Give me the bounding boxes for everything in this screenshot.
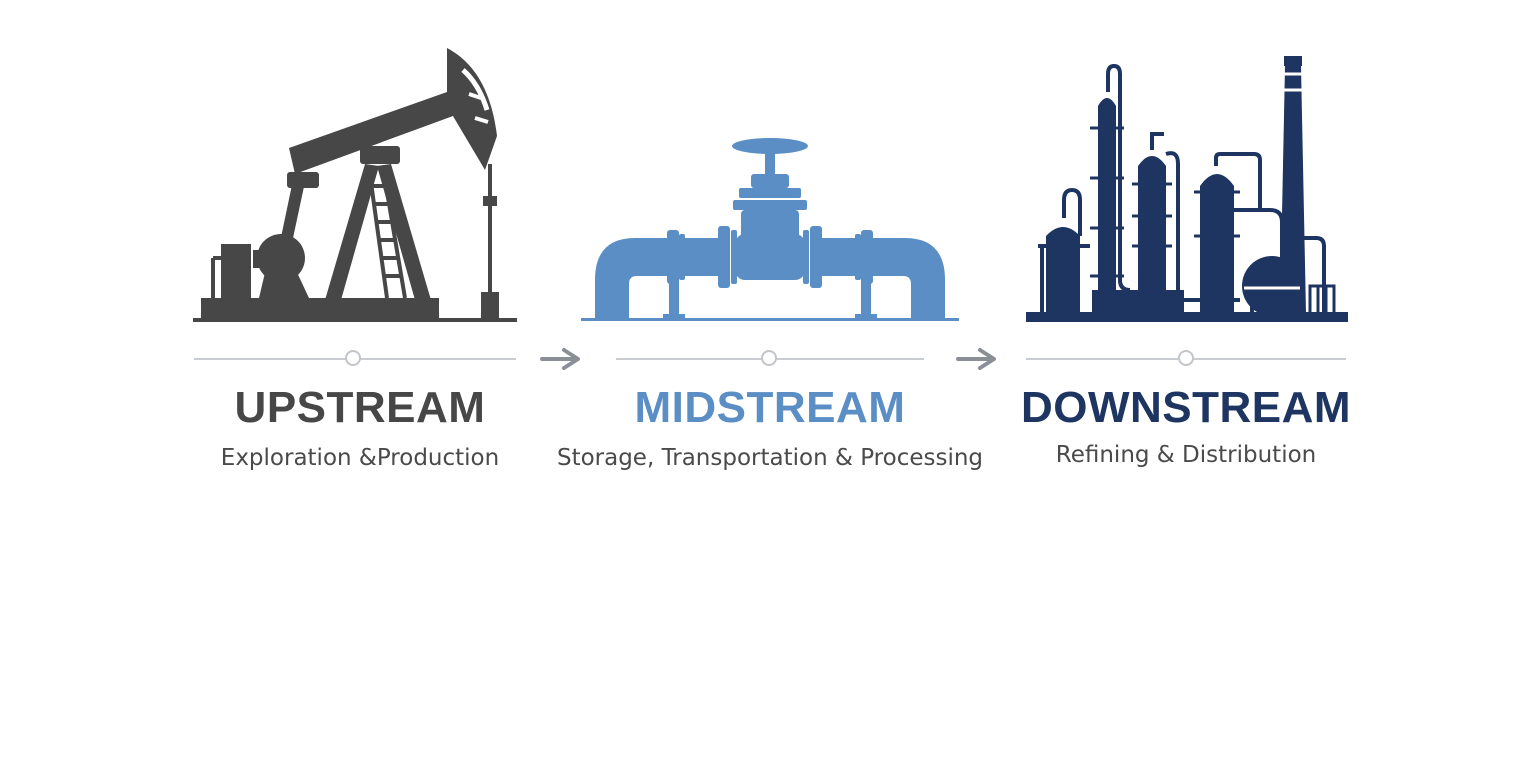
stage-title-upstream: UPSTREAM [234, 383, 486, 432]
refinery-icon [1020, 50, 1354, 328]
pipeline-valve-icon [575, 130, 965, 326]
stage-title-downstream: DOWNSTREAM [1020, 383, 1352, 432]
pumpjack-icon [185, 36, 525, 328]
stage-subtitle-upstream: Exploration &Production [220, 445, 500, 471]
timeline-node-downstream [1178, 350, 1194, 366]
timeline-node-upstream [345, 350, 361, 366]
stage-title-midstream: MIDSTREAM [634, 383, 906, 432]
arrow-right-icon [540, 348, 580, 370]
stage-subtitle-downstream: Refining & Distribution [1055, 442, 1317, 468]
timeline-node-midstream [761, 350, 777, 366]
arrow-right-icon [956, 348, 996, 370]
stage-subtitle-midstream: Storage, Transportation & Processing [556, 445, 984, 471]
